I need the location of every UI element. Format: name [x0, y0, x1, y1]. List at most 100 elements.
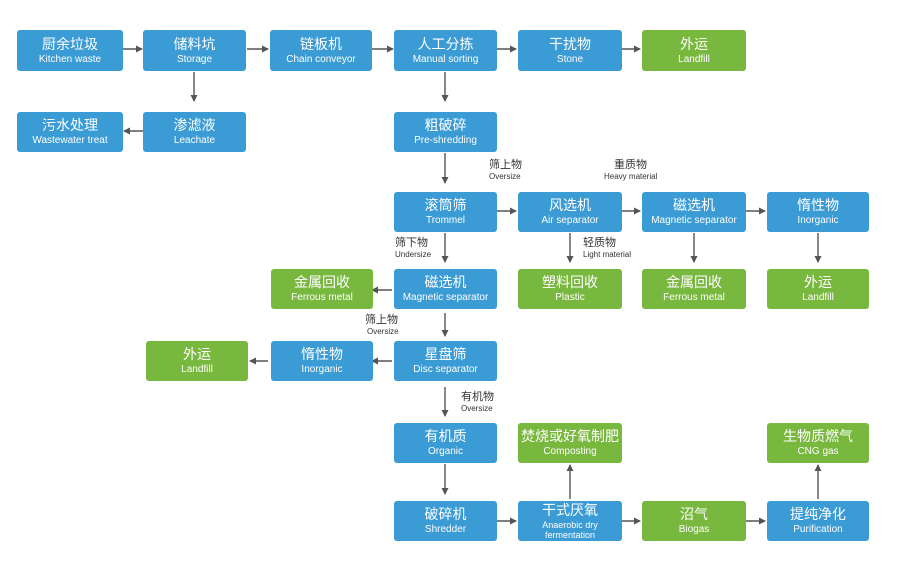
node-label-zh: 磁选机 — [424, 274, 467, 290]
node-label-en: Landfill — [678, 53, 710, 65]
node-storage: 储料坑 Storage — [143, 30, 246, 71]
node-landfill-left: 外运 Landfill — [146, 341, 248, 381]
note-label-en: Oversize — [367, 327, 399, 336]
node-label-en: Wastewater treat — [32, 135, 108, 146]
node-label-en: CNG gas — [797, 446, 839, 457]
node-label-zh: 污水处理 — [42, 117, 98, 133]
node-label-zh: 厨余垃圾 — [42, 35, 98, 52]
node-label-zh: 塑料回收 — [542, 274, 598, 290]
node-stone: 干扰物 Stone — [518, 30, 622, 71]
node-label-zh: 外运 — [183, 346, 211, 362]
note-heavy-material: 重质物 Heavy material — [604, 159, 657, 181]
node-label-en: Organic — [427, 446, 463, 457]
node-purification: 提纯净化 Purification — [767, 501, 869, 541]
note-label-zh: 有机物 — [461, 391, 494, 403]
node-magnetic-separator-center: 磁选机 Magnetic separator — [394, 269, 497, 309]
node-label-en: Storage — [176, 53, 213, 65]
node-label-zh: 金属回收 — [666, 274, 722, 290]
node-trommel: 滚筒筛 Trommel — [394, 192, 497, 232]
node-label-en: Kitchen waste — [38, 53, 102, 65]
node-chain-conveyor: 链板机 Chain conveyor — [270, 30, 372, 71]
node-plastic: 塑料回收 Plastic — [518, 269, 622, 309]
node-label-en: Disc separator — [413, 364, 478, 375]
node-label-zh: 人工分拣 — [417, 35, 474, 52]
node-label-zh: 破碎机 — [424, 506, 467, 522]
node-label-en: Inorganic — [301, 364, 343, 375]
note-oversize-magnetic: 筛上物 Oversize — [365, 314, 399, 336]
note-label-en: Heavy material — [604, 172, 658, 181]
node-disc-separator: 星盘筛 Disc separator — [394, 341, 497, 381]
note-label-zh: 筛上物 — [489, 159, 522, 171]
node-label-en: Landfill — [802, 292, 834, 303]
note-label-zh: 筛上物 — [365, 314, 398, 326]
node-label-zh: 沼气 — [680, 506, 708, 522]
node-label-en: Air separator — [541, 215, 599, 226]
node-label-en: Composting — [543, 446, 597, 457]
node-label-en: Magnetic separator — [651, 215, 737, 226]
node-preshredding: 粗破碎 Pre-shredding — [394, 112, 497, 152]
node-label-zh: 金属回收 — [294, 274, 350, 290]
note-light-material: 轻质物 Light material — [583, 237, 631, 259]
node-label-zh: 风选机 — [549, 197, 591, 213]
node-label-en: Purification — [793, 524, 843, 535]
node-organic: 有机质 Organic — [394, 423, 497, 463]
node-label-en: Manual sorting — [412, 53, 479, 65]
node-label-zh: 储料坑 — [173, 35, 216, 52]
node-label-en: Pre-shredding — [414, 135, 477, 146]
note-label-en: Undersize — [395, 250, 432, 259]
node-leachate: 渗滤液 Leachate — [143, 112, 246, 152]
note-label-zh: 重质物 — [614, 159, 647, 171]
node-magnetic-separator-right: 磁选机 Magnetic separator — [642, 192, 746, 232]
note-oversize-trommel: 筛上物 Oversize — [489, 159, 522, 181]
note-label-zh: 筛下物 — [395, 237, 428, 249]
node-label-zh: 外运 — [680, 35, 708, 52]
note-organic-oversize: 有机物 Oversize — [461, 391, 494, 413]
node-label-en: Leachate — [173, 135, 216, 146]
node-composting: 焚烧或好氧制肥 Composting — [518, 423, 622, 463]
node-label-zh: 焚烧或好氧制肥 — [521, 428, 619, 444]
node-anaerobic: 干式厌氧 Anaerobic dry fermentation — [518, 501, 622, 541]
note-label-en: Oversize — [489, 172, 521, 181]
node-label-en: Plastic — [555, 292, 585, 303]
node-label-zh: 生物质燃气 — [783, 428, 853, 444]
node-inorganic-right: 惰性物 Inorganic — [767, 192, 869, 232]
node-label-zh: 星盘筛 — [424, 346, 467, 362]
node-label-en: Trommel — [425, 215, 466, 226]
node-label-en: Chain conveyor — [286, 53, 356, 65]
note-label-zh: 轻质物 — [583, 237, 616, 249]
node-label-zh: 链板机 — [300, 35, 342, 52]
note-label-en: Oversize — [461, 404, 493, 413]
node-label-zh: 粗破碎 — [424, 117, 467, 133]
node-label-zh: 有机质 — [424, 428, 467, 444]
node-label-en: Anaerobic dry fermentation — [542, 520, 598, 540]
node-ferrous-right: 金属回收 Ferrous metal — [642, 269, 746, 309]
node-ferrous-left: 金属回收 Ferrous metal — [271, 269, 373, 309]
node-biogas: 沼气 Biogas — [642, 501, 746, 541]
node-label-zh: 干扰物 — [549, 35, 591, 52]
node-label-zh: 渗滤液 — [173, 117, 216, 133]
node-label-en: Inorganic — [797, 215, 839, 226]
node-landfill-top: 外运 Landfill — [642, 30, 746, 71]
node-label-zh: 干式厌氧 — [542, 502, 598, 518]
node-label-zh: 提纯净化 — [790, 506, 846, 522]
node-label-zh: 滚筒筛 — [424, 197, 467, 213]
node-label-zh: 磁选机 — [673, 197, 715, 213]
node-label-en: Ferrous metal — [291, 292, 353, 303]
node-label-en: Magnetic separator — [402, 292, 489, 303]
node-inorganic-left: 惰性物 Inorganic — [271, 341, 373, 381]
note-label-en: Light material — [583, 250, 632, 259]
node-wastewater: 污水处理 Wastewater treat — [17, 112, 123, 152]
node-cng-gas: 生物质燃气 CNG gas — [767, 423, 869, 463]
node-kitchen-waste: 厨余垃圾 Kitchen waste — [17, 30, 123, 71]
node-label-en: Biogas — [678, 524, 710, 535]
node-label-en: Ferrous metal — [663, 292, 725, 303]
node-label-en: Shredder — [424, 524, 467, 535]
node-landfill-right: 外运 Landfill — [767, 269, 869, 309]
node-label-en: Stone — [556, 53, 584, 65]
node-shredder: 破碎机 Shredder — [394, 501, 497, 541]
node-label-en: Landfill — [181, 364, 213, 375]
note-undersize: 筛下物 Undersize — [395, 237, 431, 259]
node-label-zh: 外运 — [804, 274, 832, 290]
node-label-zh: 惰性物 — [301, 346, 343, 362]
